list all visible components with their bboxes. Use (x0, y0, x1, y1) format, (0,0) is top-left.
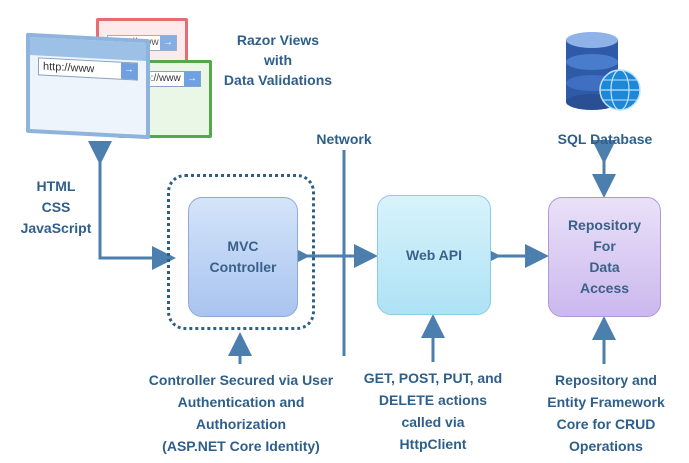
security-boundary (167, 174, 315, 330)
database-icon (566, 32, 641, 111)
web-api-box: Web API (377, 195, 491, 315)
api-note: GET, POST, PUT, and DELETE actions calle… (363, 370, 503, 452)
arrow-browser-controller (88, 141, 176, 270)
controller-note: Controller Secured via User Authenticati… (148, 372, 334, 454)
repository-box: Repository For Data Access (548, 197, 661, 317)
sql-database-label: SQL Database (557, 131, 653, 147)
network-label: Network (316, 131, 372, 147)
html-css-js-label: HTML CSS JavaScript (20, 178, 92, 236)
browser-window-front: http://www→ (26, 32, 150, 140)
razor-views-label: Razor Views with Data Validations (223, 32, 333, 88)
repo-note: Repository and Entity Framework Core for… (547, 372, 665, 454)
